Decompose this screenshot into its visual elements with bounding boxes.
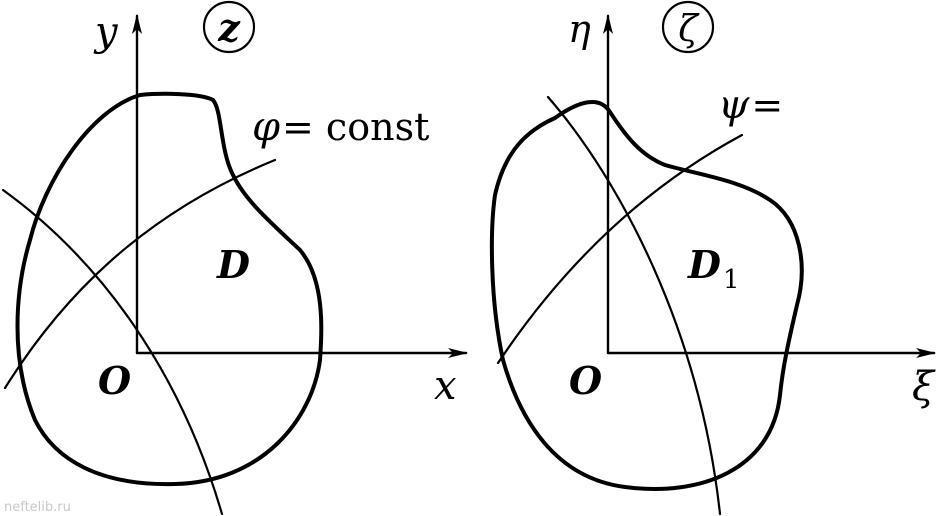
x-axis-label: x <box>434 363 457 409</box>
zeta-plane-circle <box>661 0 715 54</box>
phi-const-label: φ= const <box>252 104 429 150</box>
z-plane-circle <box>202 0 256 54</box>
region-d1-letter: D <box>687 242 721 287</box>
region-d1-boundary <box>489 99 804 491</box>
origin-label: O <box>98 358 131 403</box>
psi-curve <box>496 133 744 365</box>
descending-curve <box>1 188 224 516</box>
phi-equation: = const <box>282 105 429 149</box>
z-plane-panel: z y x O D φ= const <box>1 0 468 516</box>
psi-equation: = <box>751 83 783 127</box>
y-axis-label: y <box>93 9 119 55</box>
watermark: neftelib.ru <box>4 500 71 515</box>
xi-axis-label: ξ <box>912 364 936 410</box>
eta-axis-label: η <box>568 7 591 51</box>
region-d-label: D <box>216 242 250 287</box>
region-d1-subscript: 1 <box>723 265 740 295</box>
zeta-plane-label: ζ <box>678 9 700 50</box>
psi-label: ψ= <box>718 82 783 128</box>
region-d-boundary <box>15 91 324 487</box>
phi-symbol: φ <box>252 104 280 150</box>
psi-symbol: ψ <box>718 82 750 128</box>
descending-curve <box>546 95 722 516</box>
phi-const-curve <box>3 158 277 390</box>
zeta-plane-panel: ζ η ξ O D1 ψ= <box>489 0 936 516</box>
origin-label: O <box>569 358 602 403</box>
region-d1-label: D1 <box>687 242 740 295</box>
z-plane-label: z <box>217 5 241 50</box>
